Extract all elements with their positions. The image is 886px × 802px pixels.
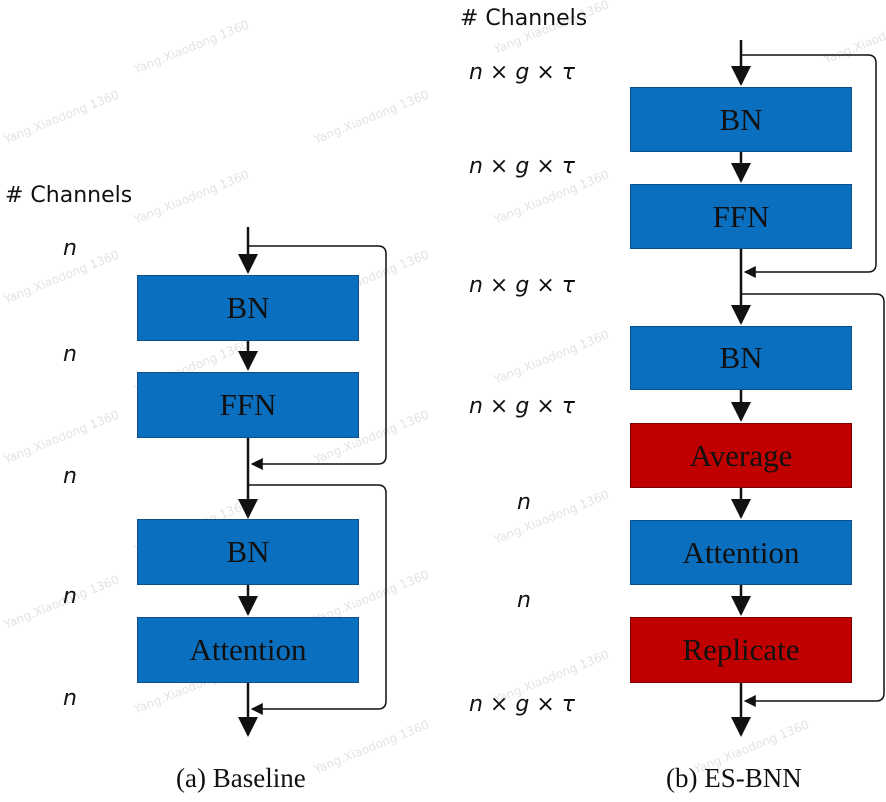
attention-block: Attention	[630, 520, 852, 585]
replicate-block: Replicate	[630, 617, 852, 683]
residual-attention	[248, 484, 387, 715]
channel-count: n	[63, 464, 77, 489]
attention-block: Attention	[137, 617, 359, 683]
channel-count: n × g × τ	[469, 394, 575, 419]
channel-count: n	[63, 584, 77, 609]
channels-header: # Channels	[5, 183, 133, 208]
channel-count: n	[63, 342, 77, 367]
ffn-block: FFN	[630, 184, 852, 249]
average-block: Average	[630, 423, 852, 488]
bn-block: BN	[137, 275, 359, 341]
channel-count: n × g × τ	[469, 60, 575, 85]
channel-count: n × g × τ	[469, 154, 575, 179]
channel-count: n × g × τ	[469, 692, 575, 717]
residual-attention	[741, 293, 885, 707]
baseline-caption: (a) Baseline	[176, 763, 306, 793]
esbnn-caption: (b) ES-BNN	[666, 763, 802, 793]
residual-ffn	[741, 54, 877, 278]
channel-count: n × g × τ	[469, 273, 575, 298]
ffn-block: FFN	[137, 372, 359, 438]
channel-count: n	[517, 588, 531, 613]
channel-count: n	[517, 490, 531, 515]
channels-header: # Channels	[460, 6, 588, 31]
bn-block: BN	[630, 326, 852, 390]
residual-ffn	[248, 245, 387, 470]
bn-block: BN	[630, 87, 852, 152]
bn-block: BN	[137, 519, 359, 585]
channel-count: n	[63, 236, 77, 261]
channel-count: n	[63, 686, 77, 711]
